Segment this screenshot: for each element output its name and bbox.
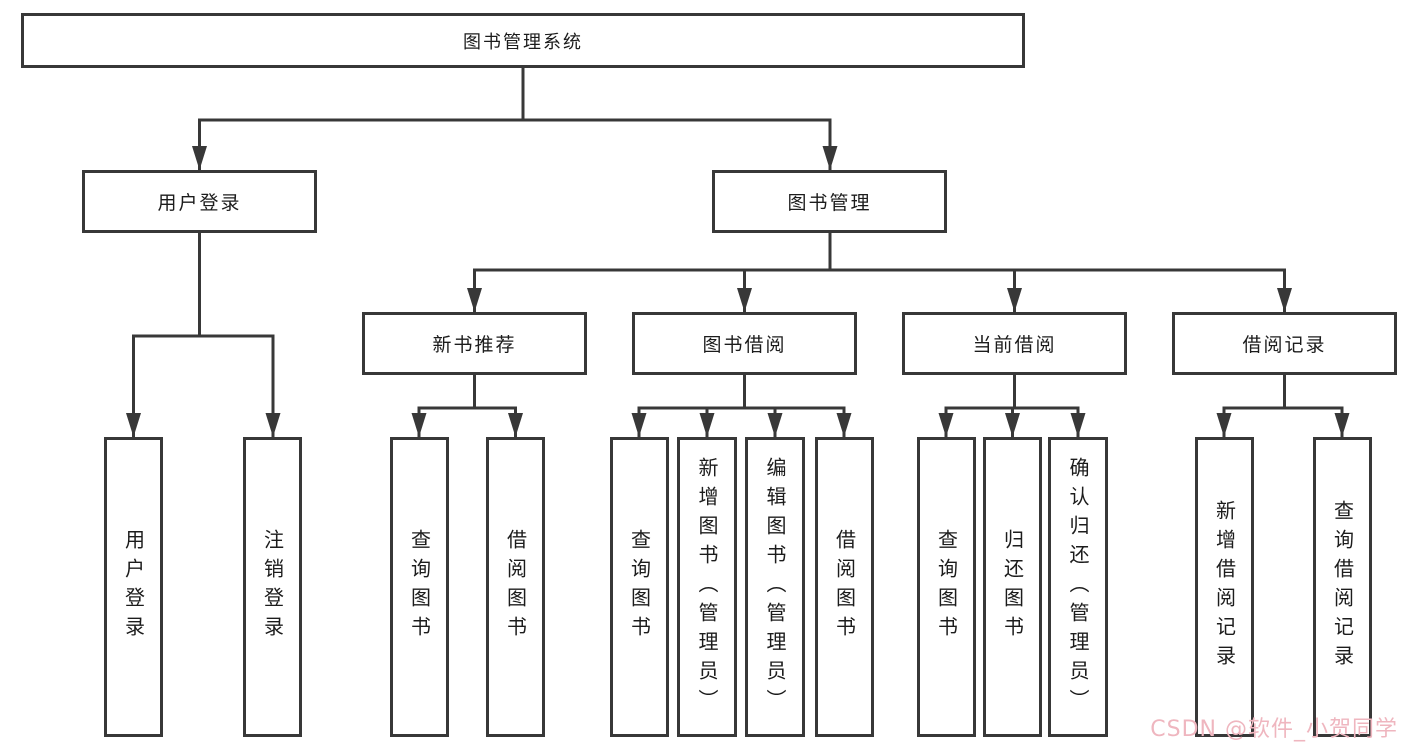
leaf-borrow-books-borrowing: 借阅图书 — [815, 437, 874, 737]
leaf-query-books-recommend: 查询图书 — [390, 437, 449, 737]
leaf-query-books-current: 查询图书 — [917, 437, 976, 737]
leaf-add-books-admin: 新增图书（管理员） — [677, 437, 737, 737]
leaf-user-login: 用户登录 — [104, 437, 163, 737]
leaf-logout: 注销登录 — [243, 437, 302, 737]
node-book-borrowing: 图书借阅 — [632, 312, 857, 375]
csdn-watermark: CSDN @软件_小贺同学 — [1150, 717, 1398, 742]
leaf-query-books-borrowing: 查询图书 — [610, 437, 669, 737]
node-book-management: 图书管理 — [712, 170, 947, 233]
node-book-management-system: 图书管理系统 — [21, 13, 1025, 68]
leaf-query-borrow-record: 查询借阅记录 — [1313, 437, 1372, 737]
node-current-borrowing: 当前借阅 — [902, 312, 1127, 375]
node-user-login: 用户登录 — [82, 170, 317, 233]
node-borrowing-records: 借阅记录 — [1172, 312, 1397, 375]
node-new-book-recommendation: 新书推荐 — [362, 312, 587, 375]
leaf-add-borrow-record: 新增借阅记录 — [1195, 437, 1254, 737]
leaf-edit-books-admin: 编辑图书（管理员） — [745, 437, 805, 737]
leaf-borrow-books-recommend: 借阅图书 — [486, 437, 545, 737]
leaf-confirm-return-admin: 确认归还（管理员） — [1048, 437, 1108, 737]
leaf-return-books: 归还图书 — [983, 437, 1042, 737]
